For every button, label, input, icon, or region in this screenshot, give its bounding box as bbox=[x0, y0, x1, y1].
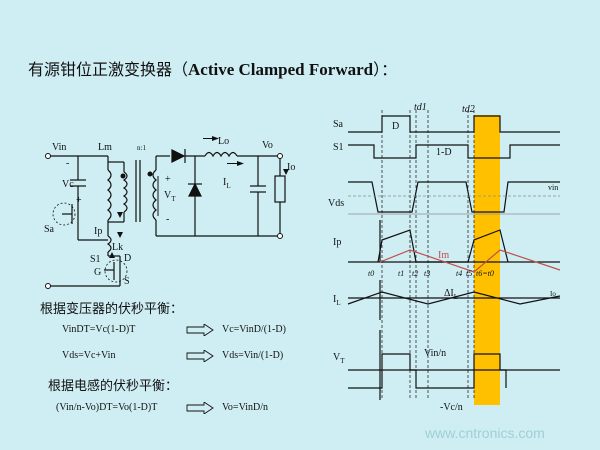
title-en: Active Clamped Forward bbox=[188, 60, 374, 79]
io-level-label: Io bbox=[550, 290, 556, 298]
eq3-left: (Vin/n-Vo)DT=Vo(1-D)T bbox=[56, 402, 158, 413]
inductor-heading: 根据电感的伏秒平衡： bbox=[48, 379, 179, 394]
lk-label: Lk bbox=[112, 242, 123, 253]
s1-wave-label: S1 bbox=[333, 142, 344, 153]
source-label: S bbox=[124, 276, 130, 287]
eq2-left: Vds=Vc+Vin bbox=[62, 350, 116, 361]
vt-wave-label: VT bbox=[333, 352, 345, 365]
vds-wave-label: Vds bbox=[328, 198, 344, 209]
ip-label: Ip bbox=[94, 226, 102, 237]
t6-label: t6=t0 bbox=[476, 269, 494, 278]
eq3-arrow-icon bbox=[186, 402, 214, 414]
drain-label: D bbox=[124, 253, 131, 264]
im-curve bbox=[379, 249, 561, 273]
one-minus-d-label: 1-D bbox=[436, 147, 452, 158]
t0-label: t0 bbox=[368, 269, 374, 278]
eq3-right: Vo=VinD/n bbox=[222, 402, 268, 413]
td1-label: td1 bbox=[414, 102, 427, 113]
title-end: ）： bbox=[373, 60, 398, 79]
vin-n-label: Vin/n bbox=[424, 348, 446, 359]
t1-label: t1 bbox=[398, 269, 404, 278]
vin-level-label: vin bbox=[548, 183, 558, 192]
il-label: IL bbox=[223, 177, 231, 190]
t2-label: t2 bbox=[412, 269, 418, 278]
duty-label: D bbox=[392, 121, 399, 132]
vt-label: VT bbox=[164, 190, 176, 203]
vc-label: Vc bbox=[62, 179, 74, 190]
eq1-right: Vc=VinD/(1-D) bbox=[222, 324, 286, 335]
ratio-label: n:1 bbox=[137, 144, 146, 152]
eq2-right: Vds=Vin/(1-D) bbox=[222, 350, 284, 361]
vin-label: Vin bbox=[52, 142, 66, 153]
t3-label: t3 bbox=[424, 269, 430, 278]
title-cn: 有源钳位正激变换器（ bbox=[28, 60, 189, 79]
t5-label: t5 bbox=[466, 269, 472, 278]
lo-label: Lo bbox=[218, 136, 229, 147]
vt-minus: - bbox=[166, 214, 169, 225]
il-wave-label: IL bbox=[333, 294, 341, 307]
vo-label: Vo bbox=[262, 140, 273, 151]
eq2-arrow-icon bbox=[186, 350, 214, 362]
im-label: Im bbox=[438, 250, 449, 261]
circuit-diagram: Vin Lm n:1 Lo Vo Io Vc Sa Ip Lk S1 G D S… bbox=[44, 136, 295, 289]
sa-wave-label: Sa bbox=[333, 119, 344, 130]
slide-title: 有源钳位正激变换器（Active Clamped Forward）： bbox=[28, 56, 397, 80]
highlight-band bbox=[474, 115, 500, 405]
vt-plus: + bbox=[165, 174, 171, 185]
io-label: Io bbox=[287, 162, 295, 173]
transformer-heading: 根据变压器的伏秒平衡： bbox=[40, 302, 184, 317]
eq1-arrow-icon bbox=[186, 324, 214, 336]
ip-wave-label: Ip bbox=[333, 237, 341, 248]
watermark: www.cntronics.com bbox=[425, 425, 545, 441]
lm-label: Lm bbox=[98, 142, 112, 153]
eq1-left: VinDT=Vc(1-D)T bbox=[62, 324, 136, 335]
gate-label: G bbox=[94, 267, 101, 278]
td2-label: td2 bbox=[462, 104, 475, 115]
delta-il-label: ΔIL bbox=[444, 288, 458, 301]
vc-plus: + bbox=[76, 195, 82, 206]
neg-vc-n-label: -Vc/n bbox=[440, 402, 463, 413]
t4-label: t4 bbox=[456, 269, 462, 278]
vc-minus: - bbox=[66, 158, 69, 169]
sa-label: Sa bbox=[44, 224, 55, 235]
s1-label: S1 bbox=[90, 254, 101, 265]
